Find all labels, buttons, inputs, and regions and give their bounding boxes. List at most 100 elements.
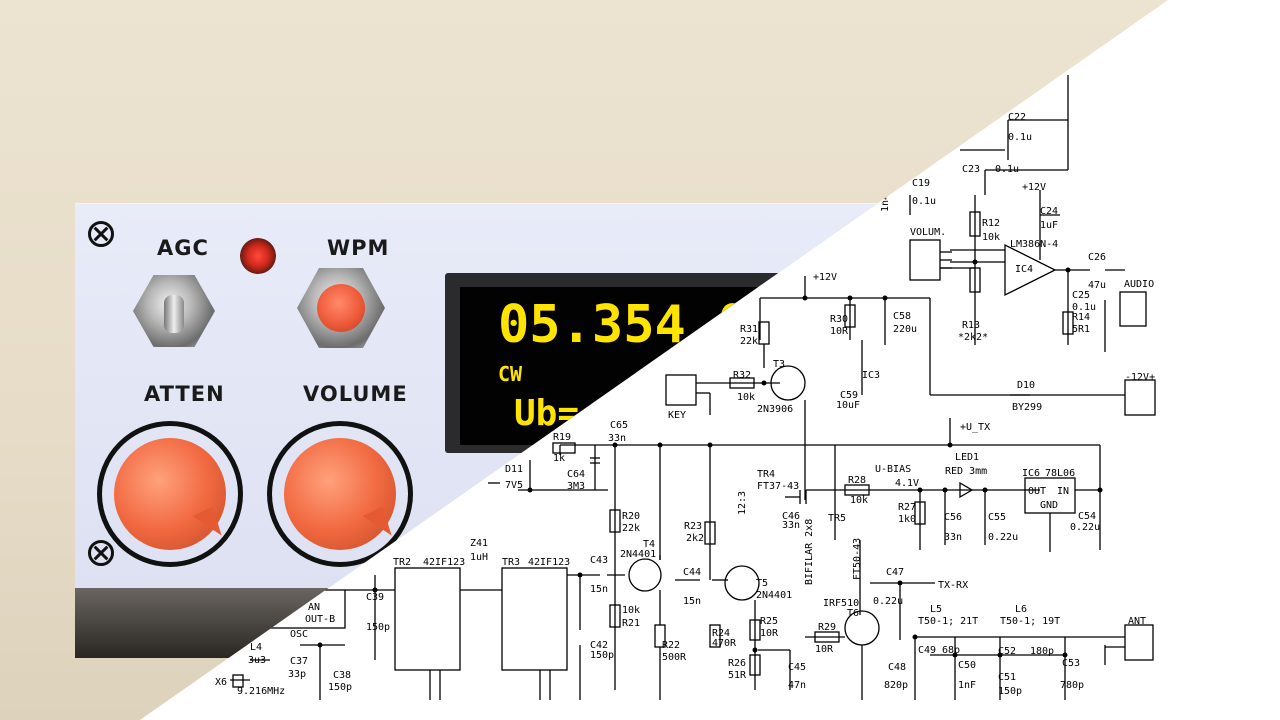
schematic-label-irf: IRF510 (823, 598, 859, 609)
schematic-label-c26v: 47u (1088, 280, 1106, 291)
schematic-label-c26: C26 (1088, 252, 1106, 263)
schematic-label-r21: R21 (622, 618, 640, 629)
schematic-label-r28: R28 (848, 475, 866, 486)
schematic-label-r30v: 10R (830, 326, 849, 337)
schematic-label-c56v: 33n (944, 532, 962, 543)
schematic-label-r24v: 470R (712, 638, 737, 649)
schematic-label-c53: C53 (1062, 658, 1080, 669)
screw-icon (88, 221, 114, 247)
schematic-label-c38: C38 (333, 670, 351, 681)
schematic-label-tr3v: 42IF123 (528, 557, 570, 568)
agc-label: AGC (157, 236, 209, 260)
wpm-push-button[interactable] (297, 268, 385, 348)
schematic-label-r13v: *2k2* (958, 332, 988, 343)
schematic-label-c23: C23 (962, 164, 980, 175)
schematic-label-r14v: 5R1 (1072, 324, 1090, 335)
schematic-label-l4: L4 (250, 642, 262, 653)
schematic-label-t5type: 2N4401 (756, 590, 792, 601)
schematic-label-r28v: 10k (850, 495, 868, 506)
schematic-label-ant: ANT (1128, 616, 1146, 627)
schematic-label-c39v: 150p (366, 622, 390, 633)
schematic-label-r21v: 10k (622, 605, 640, 616)
schematic-label-c51: C51 (998, 672, 1016, 683)
schematic-label-t3type: 2N3906 (757, 404, 793, 415)
schematic-label-c52v: 180p (1030, 646, 1054, 657)
schematic-label-d10: D10 (1017, 380, 1035, 391)
schematic-label-tr4: TR4 (757, 469, 775, 480)
volume-knob[interactable] (267, 421, 413, 567)
schematic-label-d10v: BY299 (1012, 402, 1042, 413)
schematic-label-audio: AUDIO (1124, 279, 1154, 290)
schematic-label-c64v: 3M3 (567, 481, 585, 492)
schematic-label-tr2: TR2 (393, 557, 411, 568)
schematic-label-r20v: 22k (622, 523, 640, 534)
schematic-label-c22: C22 (1008, 112, 1026, 123)
status-led (240, 238, 276, 274)
schematic-label-r29v: 10R (815, 644, 834, 655)
schematic-label-tr2v: 42IF123 (423, 557, 465, 568)
schematic-label-r32v: 10k (737, 392, 755, 403)
schematic-label-c54v: 0.22u (1070, 522, 1100, 533)
schematic-label-icgnd: GND (1040, 500, 1058, 511)
schematic-label-c19: C19 (912, 178, 930, 189)
schematic-label-volum: VOLUM. (910, 227, 946, 238)
mode-readout: CW (498, 362, 523, 386)
agc-toggle-switch[interactable] (133, 275, 215, 347)
schematic-label-c64: C64 (567, 469, 585, 480)
schematic-label-c43v: 15n (590, 584, 608, 595)
schematic-label-c45: C45 (788, 662, 806, 673)
schematic-label-tr4v: FT37-43 (757, 481, 799, 492)
schematic-label-r19v: 1k (553, 453, 565, 464)
atten-label: ATTEN (144, 382, 225, 406)
schematic-label-txrx: TX-RX (938, 580, 968, 591)
schematic-label-c55v: 0.22u (988, 532, 1018, 543)
schematic-label-c46v: 33n (782, 520, 800, 531)
schematic-label-an: AN (308, 602, 320, 613)
schematic-label-r26v: 51R (728, 670, 747, 681)
schematic-label-c48v: 820p (884, 680, 908, 691)
schematic-label-l5v: T50-1; 21T (918, 616, 978, 627)
schematic-label-t4type: 2N4401 (620, 549, 656, 560)
schematic-label-c50: C50 (958, 660, 976, 671)
schematic-label-key: KEY (668, 410, 686, 421)
schematic-label-t4: T4 (643, 539, 655, 550)
schematic-label-ic6v: 78L06 (1045, 468, 1075, 479)
schematic-label-l5: L5 (930, 604, 942, 615)
schematic-label-d11v: 7V5 (505, 480, 523, 491)
schematic-label-z41: Z41 (470, 538, 488, 549)
schematic-label-c56: C56 (944, 512, 962, 523)
schematic-label-ic6: IC6 (1022, 468, 1040, 479)
schematic-label-c24v: 1uF (1040, 220, 1058, 231)
schematic-label-l6: L6 (1015, 604, 1027, 615)
schematic-label-lm386: LM386N-4 (1010, 239, 1058, 250)
schematic-label-c23v: 0.1u (995, 164, 1019, 175)
schematic-label-c42: C42 (590, 640, 608, 651)
schematic-label-ubiasv: 4.1V (895, 478, 919, 489)
schematic-label-c50v: 1nF (958, 680, 976, 691)
schematic-label-c44v: 15n (683, 596, 701, 607)
schematic-label-c25: C25 (1072, 290, 1090, 301)
schematic-label-ratio: 12:3 (737, 491, 748, 515)
schematic-label-l6v: T50-1; 19T (1000, 616, 1060, 627)
schematic-label-c53v: 780p (1060, 680, 1084, 691)
schematic-label-utx: +U_TX (960, 422, 990, 433)
schematic-label-c46: C46 (782, 511, 800, 522)
schematic-label-r25: R25 (760, 616, 778, 627)
schematic-label-t6: T6 (847, 608, 859, 619)
schematic-label-led1v: RED 3mm (945, 466, 987, 477)
schematic-label-r22: R22 (662, 640, 680, 651)
schematic-label-r31v: 22k (740, 336, 758, 347)
schematic-label-r27v: 1k0 (898, 514, 916, 525)
schematic-label-led1: LED1 (955, 452, 979, 463)
schematic-label-r26: R26 (728, 658, 746, 669)
schematic-label-c37: C37 (290, 656, 308, 667)
atten-knob[interactable] (97, 421, 243, 567)
schematic-label-c22v: 0.1u (1008, 132, 1032, 143)
schematic-label-r27: R27 (898, 502, 916, 513)
schematic-label-tr5: TR5 (828, 513, 846, 524)
schematic-label-r23: R23 (684, 521, 702, 532)
schematic-label-c49v: 68p (942, 645, 960, 656)
schematic-label-c58: C58 (893, 311, 911, 322)
schematic-label-t3: T3 (773, 359, 785, 370)
